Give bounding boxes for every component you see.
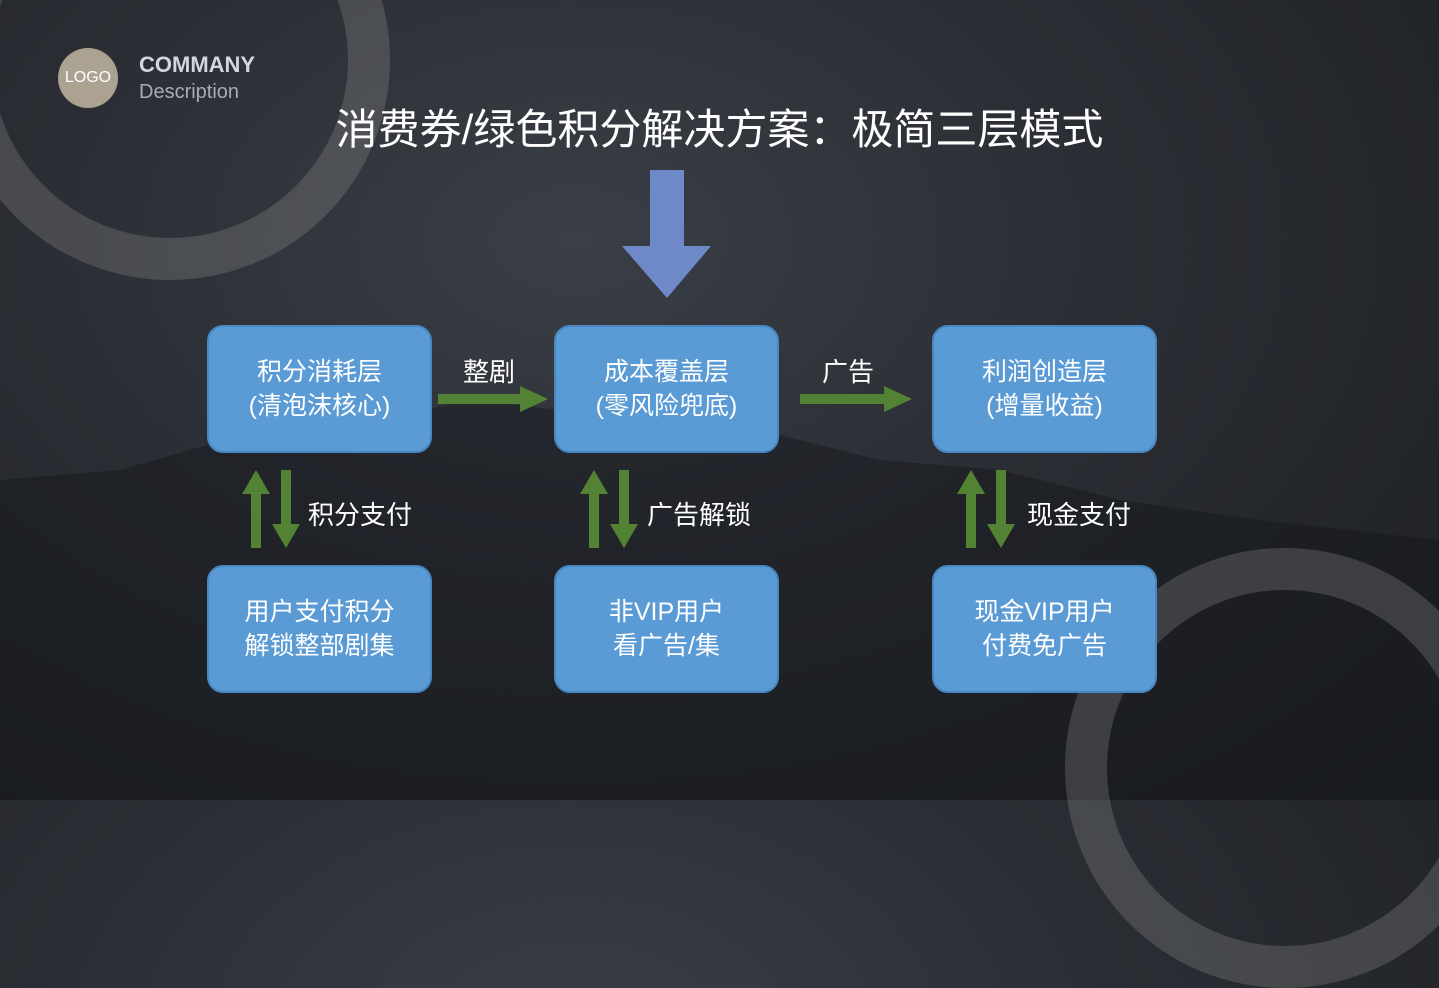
layer-box-cost-coverage: 成本覆盖层 (零风险兜底) [554, 325, 779, 453]
page-title: 消费券/绿色积分解决方案：极简三层模式 [335, 106, 1104, 153]
box-line2: 付费免广告 [981, 632, 1107, 660]
box-line1: 非VIP用户 [608, 598, 725, 626]
layer-box-profit-creation: 利润创造层 (增量收益) [932, 325, 1157, 453]
box-line1: 用户支付积分 [244, 598, 395, 626]
box-line2: (零风险兜底) [595, 392, 738, 420]
user-box-points: 用户支付积分解锁整部剧集 [207, 565, 432, 693]
flow-label-full-drama: 整剧 [463, 357, 516, 387]
box-line2: (增量收益) [986, 392, 1103, 420]
exchange-label-cash-pay: 现金支付 [1027, 500, 1132, 530]
box-line2: 看广告/集 [613, 632, 720, 660]
box-line2: (清泡沫核心) [248, 392, 391, 420]
arrows [242, 170, 1015, 548]
company-name: COMMANY [139, 52, 256, 77]
down-arrow-main [622, 170, 711, 298]
layer-box-points-consumption: 积分消耗层 (清泡沫核心) [207, 325, 432, 453]
right-arrow-1 [438, 386, 548, 412]
exchange-label-points-pay: 积分支付 [308, 500, 413, 530]
exchange-arrows-1 [242, 470, 300, 548]
right-arrow-2 [800, 386, 912, 412]
box-line1: 积分消耗层 [256, 358, 382, 386]
box-line1: 现金VIP用户 [974, 598, 1115, 626]
box-line1: 成本覆盖层 [603, 358, 729, 386]
exchange-arrows-3 [957, 470, 1015, 548]
company-description: Description [139, 81, 240, 103]
logo: LOGO [58, 48, 118, 108]
user-box-cash-vip: 现金VIP用户付费免广告 [932, 565, 1157, 693]
box-line2: 解锁整部剧集 [244, 632, 395, 660]
exchange-arrows-2 [580, 470, 638, 548]
flow-label-ads: 广告 [822, 357, 875, 387]
exchange-label-ad-unlock: 广告解锁 [647, 500, 752, 530]
user-box-non-vip: 非VIP用户看广告/集 [554, 565, 779, 693]
box-line1: 利润创造层 [981, 358, 1107, 386]
